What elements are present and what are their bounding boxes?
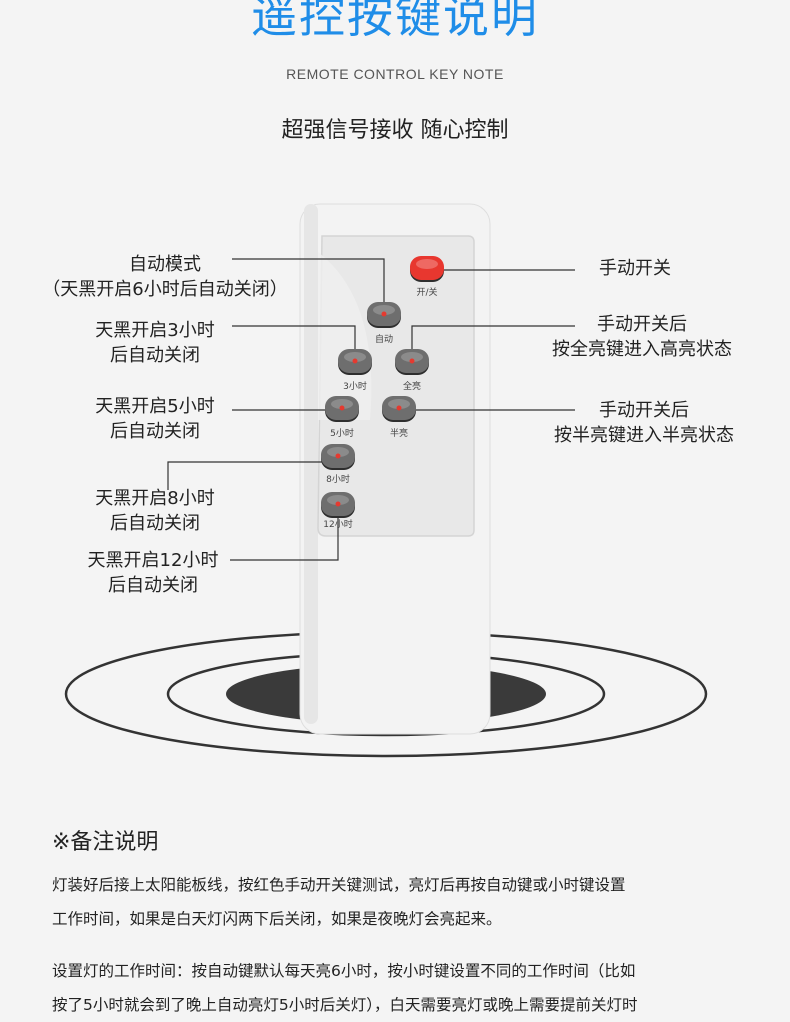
notes-paragraph-1: 灯装好后接上太阳能板线，按红色手动开关键测试，亮灯后再按自动键或小时键设置 工作… [52, 868, 752, 936]
half-key-gloss [388, 399, 410, 409]
h8-key-gloss [327, 447, 349, 457]
notes-p1-line1: 灯装好后接上太阳能板线，按红色手动开关键测试，亮灯后再按自动键或小时键设置 [52, 876, 626, 894]
auto-key-label: 自动 [375, 333, 393, 345]
callout-h5-line2: 后自动关闭 [110, 421, 200, 442]
callout-h8-line1: 天黑开启8小时 [95, 488, 215, 509]
callout-power: 手动开关 [599, 258, 671, 279]
notes-p1-line2: 工作时间，如果是白天灯闪两下后关闭，如果是夜晚灯会亮起来。 [52, 910, 502, 928]
full-key[interactable]: 全亮 [395, 349, 429, 392]
auto-key-gloss [373, 305, 395, 315]
remote-illustration: 开/关自动 3小时 全亮 5小时 半亮 8小时 12小时 [64, 203, 708, 758]
callout-h5-line1: 天黑开启5小时 [95, 396, 215, 417]
notes-paragraph-2: 设置灯的工作时间：按自动键默认每天亮6小时，按小时键设置不同的工作时间（比如 按… [52, 954, 752, 1022]
full-key-gloss [401, 352, 423, 362]
callout-full-line2: 按全亮键进入高亮状态 [552, 339, 732, 360]
callout-auto-line2: （天黑开启6小时后自动关闭） [42, 279, 288, 300]
callout-h3-line2: 后自动关闭 [110, 345, 200, 366]
leader-h12 [230, 508, 339, 561]
half-key-dot [396, 405, 402, 411]
callout-h12: 天黑开启12小时 后自动关闭 [72, 548, 234, 598]
h3-key-label: 3小时 [343, 380, 367, 392]
remote-edge [304, 204, 318, 724]
h5-key-dot [339, 405, 345, 411]
notes-p2-line2: 按了5小时就会到了晚上自动亮灯5小时后关灯），白天需要亮灯或晚上需要提前关灯时 [52, 996, 638, 1014]
h12-key-gloss [327, 495, 349, 505]
full-key-dot [409, 358, 415, 364]
h12-key-dot [335, 501, 341, 507]
h5-key-gloss [331, 399, 353, 409]
callout-auto: 自动模式 （天黑开启6小时后自动关闭） [20, 252, 310, 302]
auto-key[interactable]: 自动 [367, 302, 401, 345]
callout-half: 手动开关后 按半亮键进入半亮状态 [535, 398, 753, 448]
callout-h3-line1: 天黑开启3小时 [95, 320, 215, 341]
callout-auto-line1: 自动模式 [129, 254, 201, 275]
callout-h3: 天黑开启3小时 后自动关闭 [80, 318, 230, 368]
half-key-label: 半亮 [390, 427, 408, 439]
slogan: 超强信号接收 随心控制 [281, 118, 509, 143]
callout-h12-line2: 后自动关闭 [108, 575, 198, 596]
leader-h8 [167, 461, 338, 490]
callout-half-line1: 手动开关后 [599, 400, 689, 421]
auto-key-dot [381, 311, 387, 317]
callout-half-line2: 按半亮键进入半亮状态 [554, 425, 734, 446]
notes-title: ※备注说明 [52, 830, 159, 855]
h5-key-label: 5小时 [330, 427, 354, 439]
h8-key-label: 8小时 [326, 473, 350, 485]
h5-key[interactable]: 5小时 [325, 396, 359, 439]
h12-key-label: 12小时 [323, 518, 352, 530]
callout-h5: 天黑开启5小时 后自动关闭 [80, 394, 230, 444]
full-key-label: 全亮 [403, 380, 421, 392]
leader-h3 [232, 325, 356, 356]
callout-h8-line2: 后自动关闭 [110, 513, 200, 534]
callout-h12-line1: 天黑开启12小时 [87, 550, 219, 571]
panel-highlight [318, 252, 372, 420]
h3-key-dot [352, 358, 358, 364]
callout-full: 手动开关后 按全亮键进入高亮状态 [535, 312, 749, 362]
h3-key[interactable]: 3小时 [338, 349, 372, 392]
callout-full-line1: 手动开关后 [597, 314, 687, 335]
page-title: 遥控按键说明 [251, 0, 539, 43]
power-key[interactable]: 开/关 [410, 256, 444, 298]
leader-full [411, 325, 575, 357]
h12-key[interactable]: 12小时 [321, 492, 355, 530]
notes-p2-line1: 设置灯的工作时间：按自动键默认每天亮6小时，按小时键设置不同的工作时间（比如 [52, 962, 636, 980]
power-key-gloss [416, 259, 438, 269]
callout-h8: 天黑开启8小时 后自动关闭 [80, 486, 230, 536]
half-key[interactable]: 半亮 [382, 396, 416, 439]
h3-key-gloss [344, 352, 366, 362]
h8-key[interactable]: 8小时 [321, 444, 355, 485]
leader-auto [232, 258, 385, 310]
h8-key-dot [335, 453, 341, 459]
page-subtitle: REMOTE CONTROL KEY NOTE [286, 66, 504, 82]
power-key-label: 开/关 [416, 286, 437, 298]
power-key-face[interactable] [410, 256, 444, 280]
